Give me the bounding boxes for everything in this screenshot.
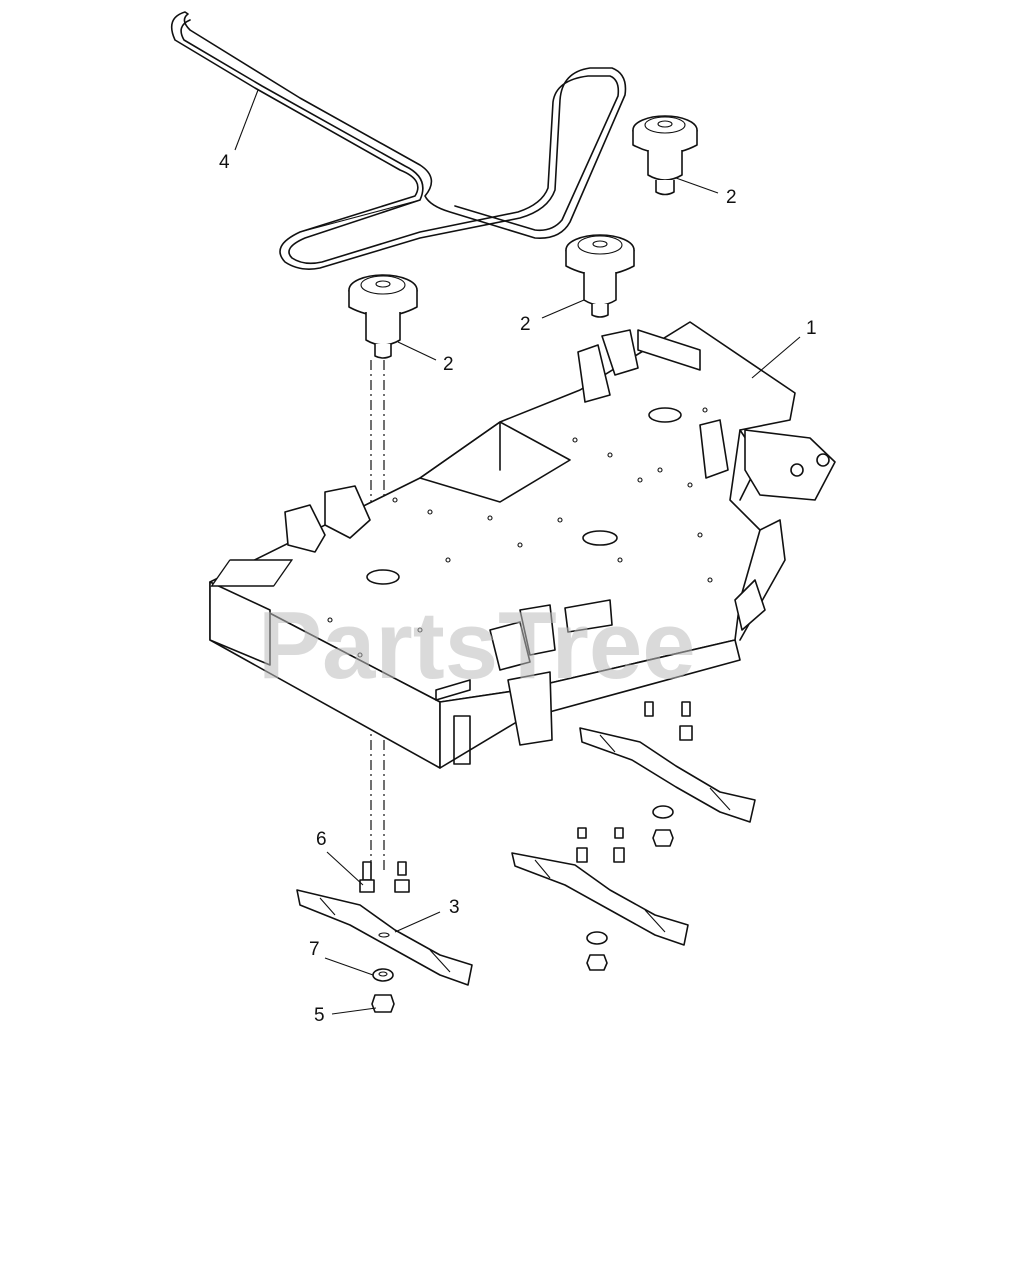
mower-deck [209,321,836,769]
nut-left [371,994,395,1013]
washer-nut-middle [586,931,608,971]
callout-2-left: 2 [443,354,454,375]
callout-1: 1 [806,318,817,339]
bolts-left [359,861,410,893]
spindle-assembly-left [348,274,418,359]
spindle-assembly-middle [565,234,635,318]
callout-4: 4 [219,152,230,173]
blade-middle [511,852,689,946]
washer-left [372,968,394,982]
callout-2-right: 2 [726,187,737,208]
blade-right [579,727,756,823]
blade-left [296,889,473,986]
callout-7: 7 [309,939,320,960]
leader-lines [234,89,801,1015]
spindle-assembly-right [632,115,698,196]
washer-nut-right [652,805,674,847]
watermark-text: PartsTree [258,592,696,699]
callout-6: 6 [316,829,327,850]
callout-5: 5 [314,1005,325,1026]
bolts-middle [576,827,625,863]
drive-belt [170,11,627,270]
callout-2-middle: 2 [520,314,531,335]
bolts-right [644,701,693,741]
callout-3: 3 [449,897,460,918]
